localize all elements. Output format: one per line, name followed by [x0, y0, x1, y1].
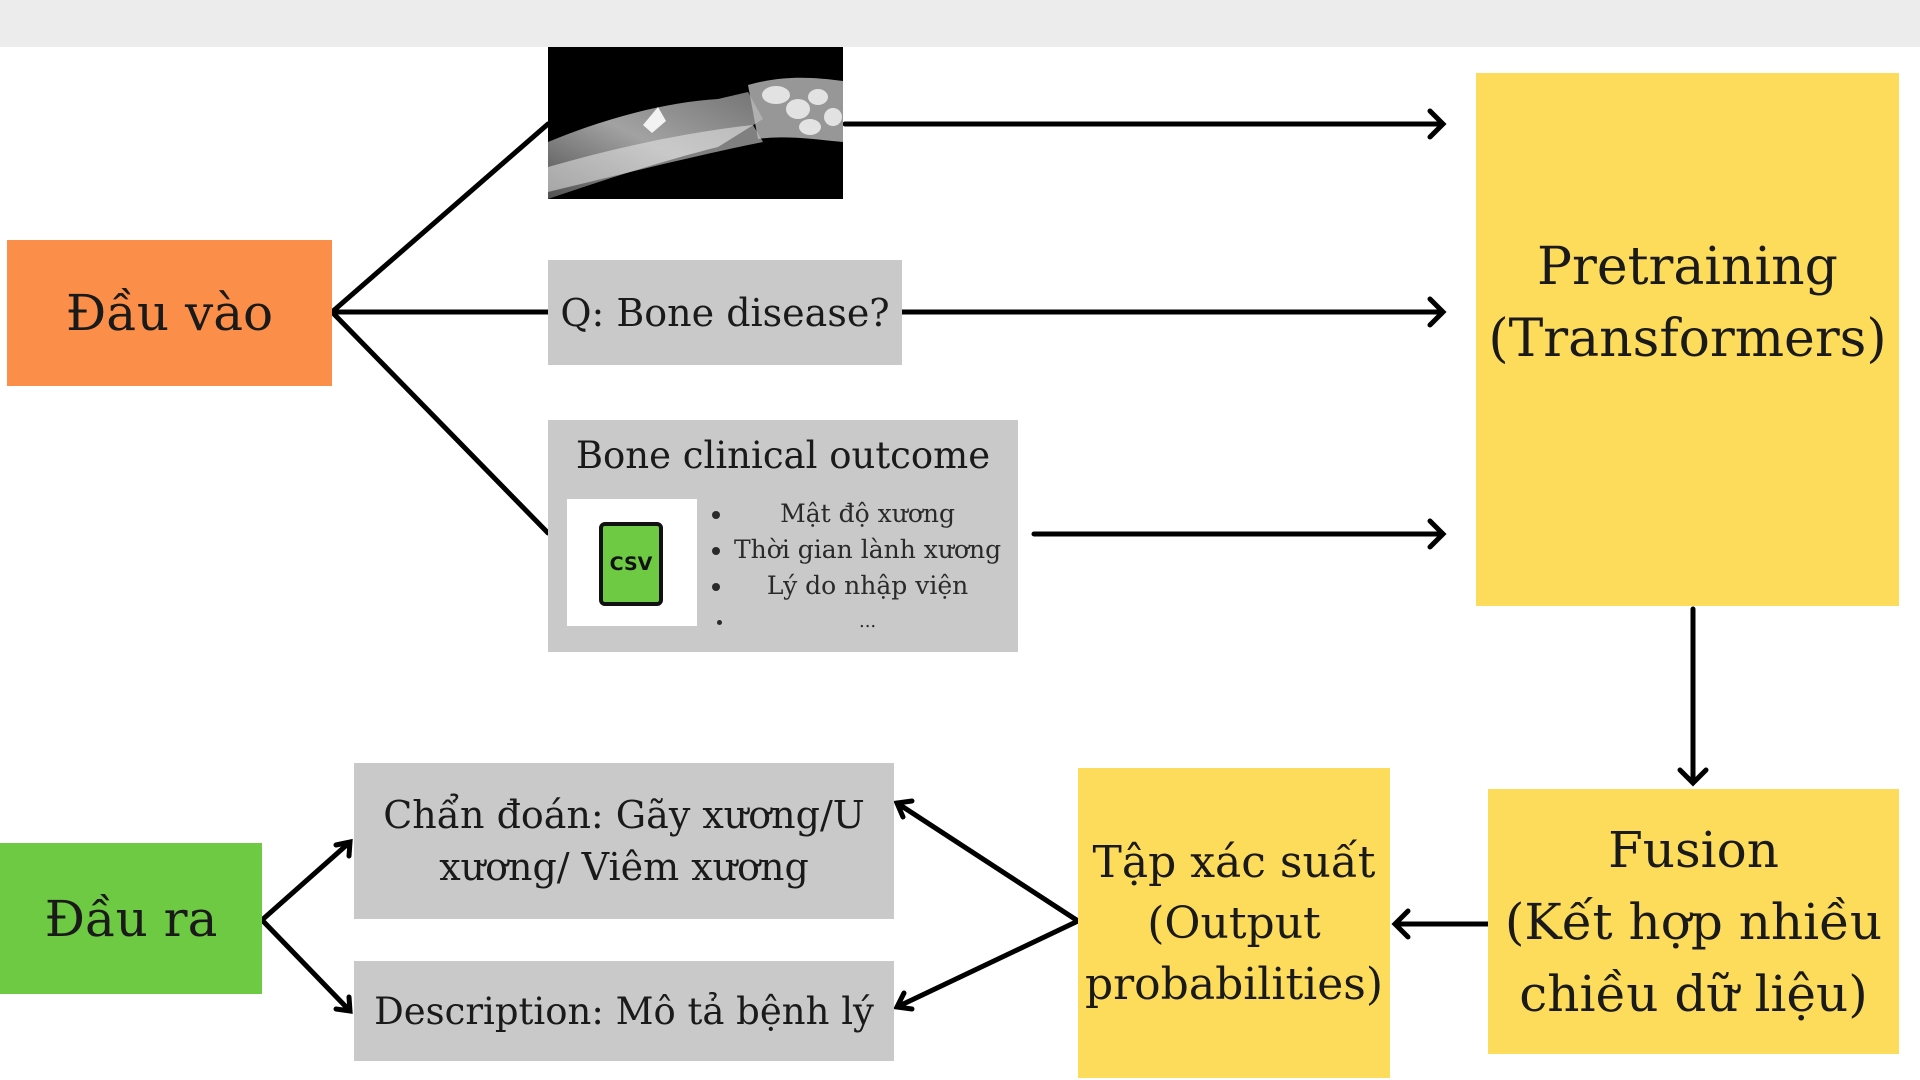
diagnosis-line1: Chẩn đoán: Gãy xương/U — [383, 793, 865, 837]
xray-image — [548, 47, 843, 199]
input-box: Đầu vào — [7, 240, 332, 386]
pretraining-box: Pretraining (Transformers) — [1476, 73, 1899, 606]
clinical-title: Bone clinical outcome — [575, 434, 991, 477]
csv-file-icon: CSV — [599, 522, 663, 606]
fusion-subtitle-line2: chiều dữ liệu) — [1519, 964, 1868, 1023]
probabilities-subtitle-line2: probabilities) — [1084, 958, 1383, 1010]
input-title: Đầu vào — [65, 284, 274, 342]
csv-file-card: CSV — [567, 499, 697, 626]
output-title: Đầu ra — [44, 889, 218, 948]
probabilities-title: Tập xác suất — [1092, 836, 1376, 888]
pretraining-title: Pretraining — [1537, 237, 1838, 297]
question-text: Q: Bone disease? — [560, 290, 890, 335]
list-item: Mật độ xương — [734, 496, 1001, 532]
output-box: Đầu ra — [0, 843, 262, 994]
clinical-outcome-box: Bone clinical outcome CSV Mật độ xương T… — [548, 420, 1018, 652]
top-bar — [0, 0, 1920, 47]
csv-badge-label: CSV — [609, 553, 653, 575]
probabilities-subtitle-line1: (Output — [1147, 897, 1321, 949]
question-box: Q: Bone disease? — [548, 260, 902, 365]
diagnosis-line2: xương/ Viêm xương — [439, 845, 809, 889]
list-item: Lý do nhập viện — [734, 568, 1001, 604]
pretraining-subtitle: (Transformers) — [1488, 309, 1887, 369]
diagnosis-box: Chẩn đoán: Gãy xương/U xương/ Viêm xương — [354, 763, 894, 919]
list-item: Thời gian lành xương — [734, 532, 1001, 568]
fusion-subtitle-line1: (Kết hợp nhiều — [1504, 892, 1883, 951]
clinical-metric-list: Mật độ xương Thời gian lành xương Lý do … — [708, 496, 1001, 640]
fusion-box: Fusion (Kết hợp nhiều chiều dữ liệu) — [1488, 789, 1899, 1054]
list-item: ... — [734, 604, 1001, 640]
probabilities-box: Tập xác suất (Output probabilities) — [1078, 768, 1390, 1078]
description-box: Description: Mô tả bệnh lý — [354, 961, 894, 1061]
description-text: Description: Mô tả bệnh lý — [374, 989, 874, 1033]
fusion-title: Fusion — [1608, 820, 1779, 879]
